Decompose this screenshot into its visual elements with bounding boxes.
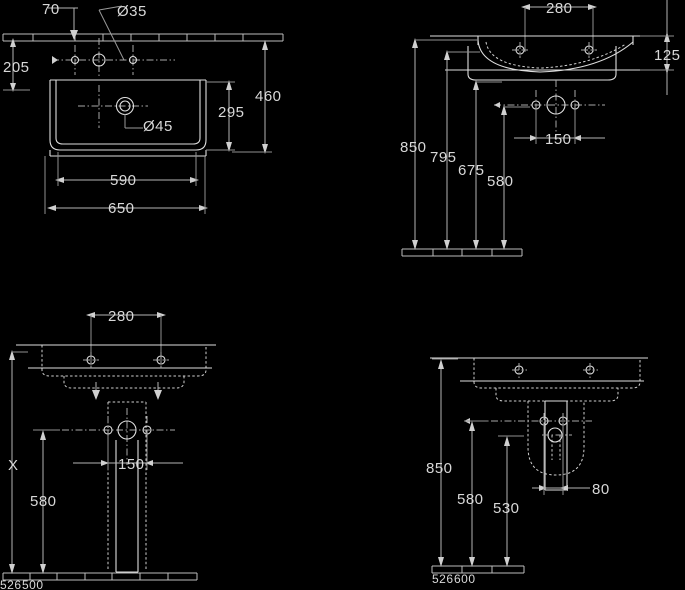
label-460: 460: [255, 88, 282, 105]
label-floor-b-rear: 500: [22, 578, 44, 590]
dim-580-side: [464, 420, 488, 567]
basin-outline-side: [430, 357, 648, 402]
label-675: 675: [458, 162, 485, 179]
dim-280-rear: [86, 312, 166, 362]
dim-295: [206, 80, 235, 152]
label-530-side: 530: [493, 500, 520, 517]
label-205: 205: [3, 59, 30, 76]
dim-850-side: [432, 358, 458, 567]
down-arrows-rear: [92, 382, 162, 400]
dim-X: [9, 350, 28, 574]
tap-hole-row: [52, 38, 175, 78]
dim-70: [48, 7, 78, 40]
view-side-elevation: 850 580 530 80 526 600: [426, 357, 648, 586]
pedestal-rear: [107, 401, 147, 573]
view-rear-elevation: 280 150 X 580 526 500: [0, 308, 216, 590]
leader-d35: [98, 5, 125, 61]
label-295: 295: [218, 104, 245, 121]
label-125: 125: [654, 47, 681, 64]
dim-590: [55, 152, 199, 186]
tap-holes-side: [512, 363, 598, 378]
dim-205: [3, 38, 30, 92]
floor-band-rear: [2, 572, 198, 581]
dim-150: [514, 110, 605, 144]
label-580: 580: [487, 173, 514, 190]
tap-holes-front: [512, 42, 597, 58]
floor-band-side: [431, 565, 525, 574]
view-plan-top: 70 Ø35 205 Ø45 295 460 590 650: [2, 1, 284, 217]
label-280-top: 280: [546, 0, 573, 17]
label-70: 70: [42, 1, 60, 18]
tap-holes-rear: [83, 352, 169, 368]
label-580-rear: 580: [30, 493, 57, 510]
dim-580-rear: [33, 429, 60, 574]
dim-650: [44, 156, 208, 214]
top-scale-band: [2, 33, 284, 42]
label-floor-b-side: 600: [454, 572, 476, 586]
label-590: 590: [110, 172, 137, 189]
dim-150-rear: [73, 436, 183, 470]
label-X: X: [8, 457, 19, 474]
plumbing-rear: [35, 408, 175, 465]
label-795: 795: [430, 149, 457, 166]
dim-280-top: [521, 4, 597, 52]
label-650: 650: [108, 200, 135, 217]
label-580-side: 580: [457, 491, 484, 508]
dim-125: [640, 0, 674, 95]
label-80: 80: [592, 481, 610, 498]
view-front-elevation: 280 125 150 850 795 675 580: [400, 0, 681, 257]
label-floor-a-side: 526: [432, 572, 454, 586]
label-850: 850: [400, 139, 427, 156]
drain-d45: [78, 85, 148, 129]
label-floor-a-rear: 526: [0, 578, 22, 590]
dim-80: [532, 425, 590, 495]
trap-siphon-side: [527, 400, 585, 491]
plumbing-front: [494, 80, 605, 140]
label-850-side: 850: [426, 460, 453, 477]
label-150-rear: 150: [118, 456, 145, 473]
dim-460: [232, 40, 272, 154]
floor-band-front: [401, 248, 523, 257]
basin-outline-plan: [49, 79, 207, 157]
basin-body-front: [430, 35, 648, 81]
dim-530-side: [498, 435, 524, 567]
label-d45: Ø45: [143, 118, 173, 135]
basin-outline-rear: [16, 344, 216, 389]
label-d35: Ø35: [117, 3, 147, 20]
dim-stack-vertical: [412, 38, 530, 250]
label-280-rear: 280: [108, 308, 135, 325]
label-150: 150: [545, 131, 572, 148]
